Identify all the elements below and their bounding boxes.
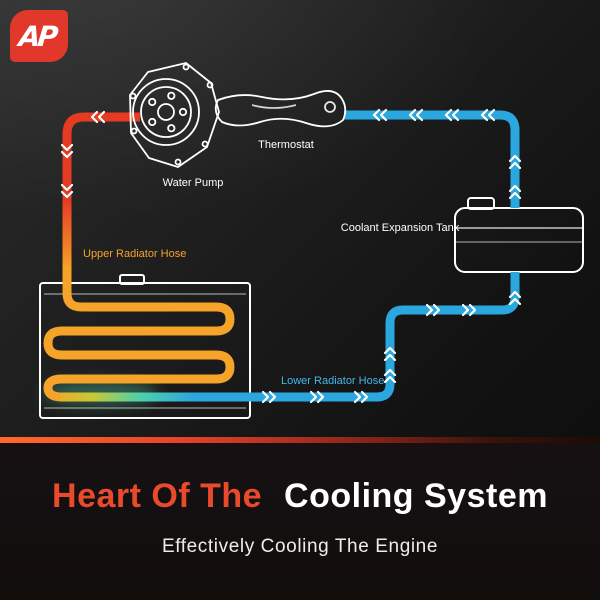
brand-logo: AP [10,10,68,62]
coolant-loop [43,110,520,402]
title-accent: Heart Of The [52,477,263,515]
flow-arrow-up-icon [383,368,397,384]
flow-arrow-right-icon [461,303,477,317]
water-pump-illustration [129,62,220,168]
main-title: Heart Of The Cooling System [52,477,548,516]
pump-mount-bolt [174,158,182,166]
pump-pulley-inner [140,86,192,138]
pump-mount-bolt [201,140,209,148]
radiator-illustration [39,274,251,419]
pump-mount-bolt [130,127,138,135]
pump-mount-bolt [206,81,214,89]
thermostat-valve [324,101,336,113]
flow-arrow-left-icon [480,108,496,122]
pump-bolt [148,117,157,127]
flow-arrow-left-icon [90,110,106,124]
thermostat-detail-line [251,104,297,109]
diagram-labels: Water Pump Thermostat Coolant Expansion … [83,139,460,387]
radiator-cap [119,274,145,285]
title-rest: Cooling System [284,477,548,515]
pump-mount-bolt [129,92,137,100]
accent-divider [0,437,600,443]
pump-bolt [148,97,157,107]
lower-radiator-hose-label: Lower Radiator Hose [281,375,384,387]
flow-arrow-up-icon [383,346,397,362]
pump-housing [129,62,220,168]
cooling-system-diagram: Water Pump Thermostat Coolant Expansion … [39,62,584,419]
hot-coolant-pipe [62,112,140,204]
tank-cap [467,197,495,210]
flow-arrow-left-icon [444,108,460,122]
radiator-coil-pipe [43,266,235,402]
flow-arrow-up-icon [508,290,522,306]
pump-bolt [167,124,176,133]
footer: Heart Of The Cooling System Effectively … [0,443,600,600]
pump-bolt [167,91,176,100]
flow-arrow-up-icon [508,154,522,170]
water-pump-label: Water Pump [163,177,224,189]
flow-arrow-right-icon [425,303,441,317]
flow-arrow-right-icon [353,390,369,404]
lower-radiator-hose-pipe [250,272,520,402]
flow-arrow-up-icon [508,184,522,200]
expansion-tank-illustration [454,197,584,273]
tank-body [454,207,584,273]
flow-arrow-down-icon [60,183,74,199]
flow-arrow-left-icon [408,108,424,122]
flow-arrow-right-icon [261,390,277,404]
flow-arrows [60,108,522,404]
pump-shaft [157,103,175,121]
pump-mount-bolt [182,63,190,71]
thermostat-label: Thermostat [258,139,314,151]
thermostat-housing [214,90,347,128]
thermostat-illustration [214,90,347,128]
flow-arrow-down-icon [60,143,74,159]
flow-arrow-right-icon [309,390,325,404]
flow-arrow-left-icon [372,108,388,122]
pump-pulley-outer [132,78,200,146]
expansion-tank-label: Coolant Expansion Tank [341,222,460,234]
pump-bolt [178,107,188,117]
return-coolant-pipe [344,110,520,208]
radiator-body [39,282,251,419]
upper-radiator-hose-label: Upper Radiator Hose [83,248,186,260]
subtitle: Effectively Cooling The Engine [161,536,439,557]
